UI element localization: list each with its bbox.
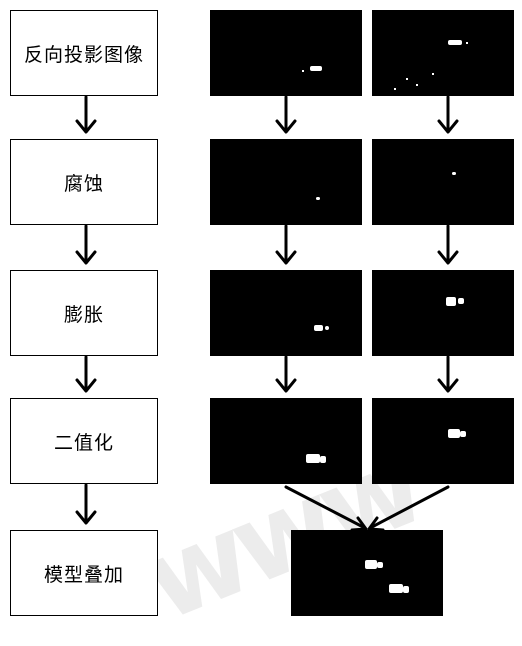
step-back-projection: 反向投影图像 bbox=[10, 10, 158, 96]
step-erosion: 腐蚀 bbox=[10, 139, 158, 225]
noise-dot bbox=[432, 73, 434, 75]
blob bbox=[448, 429, 460, 438]
arrow-down-icon bbox=[275, 355, 297, 393]
image-panel-right-dilation bbox=[372, 270, 514, 356]
blob bbox=[306, 454, 320, 463]
noise-dot bbox=[416, 84, 418, 86]
blob bbox=[446, 297, 456, 306]
arrow-down-icon bbox=[75, 95, 97, 134]
image-panel-left-dilation bbox=[210, 270, 362, 356]
noise-blob bbox=[448, 40, 462, 45]
image-panel-left-backprojection bbox=[210, 10, 362, 96]
arrow-down-icon bbox=[275, 95, 297, 134]
step-binarization: 二值化 bbox=[10, 398, 158, 484]
step-label: 膨胀 bbox=[63, 303, 104, 326]
image-panel-overlay bbox=[291, 530, 443, 616]
arrow-down-icon bbox=[275, 224, 297, 265]
blob bbox=[403, 586, 409, 593]
blob bbox=[377, 562, 383, 568]
arrow-down-icon bbox=[75, 355, 97, 393]
image-panel-right-erosion bbox=[372, 139, 514, 225]
blob bbox=[389, 584, 403, 593]
arrow-down-icon bbox=[437, 224, 459, 265]
image-panel-left-binarization bbox=[210, 398, 362, 484]
blob bbox=[316, 197, 320, 200]
blob bbox=[452, 172, 456, 175]
step-label: 模型叠加 bbox=[43, 563, 124, 586]
step-label: 腐蚀 bbox=[63, 172, 104, 195]
arrow-down-icon bbox=[75, 224, 97, 265]
noise-dot bbox=[394, 88, 396, 90]
image-panel-right-binarization bbox=[372, 398, 514, 484]
image-panel-right-backprojection bbox=[372, 10, 514, 96]
blob bbox=[458, 298, 464, 304]
blob bbox=[320, 456, 326, 463]
blob bbox=[460, 431, 466, 437]
blob bbox=[365, 560, 377, 569]
noise-dot bbox=[302, 70, 304, 72]
noise-dot bbox=[406, 78, 408, 80]
image-panel-left-erosion bbox=[210, 139, 362, 225]
step-label: 二值化 bbox=[53, 431, 114, 454]
noise-dot bbox=[466, 42, 468, 44]
step-model-overlay: 模型叠加 bbox=[10, 530, 158, 616]
step-dilation: 膨胀 bbox=[10, 270, 158, 356]
arrow-merge-right-icon bbox=[367, 485, 450, 532]
arrow-down-icon bbox=[437, 95, 459, 134]
step-label: 反向投影图像 bbox=[23, 43, 144, 66]
blob bbox=[314, 325, 323, 331]
arrow-merge-left-icon bbox=[284, 485, 368, 532]
arrow-down-icon bbox=[75, 483, 97, 525]
blob bbox=[325, 326, 329, 330]
noise-blob bbox=[310, 66, 322, 71]
arrow-down-icon bbox=[437, 355, 459, 393]
